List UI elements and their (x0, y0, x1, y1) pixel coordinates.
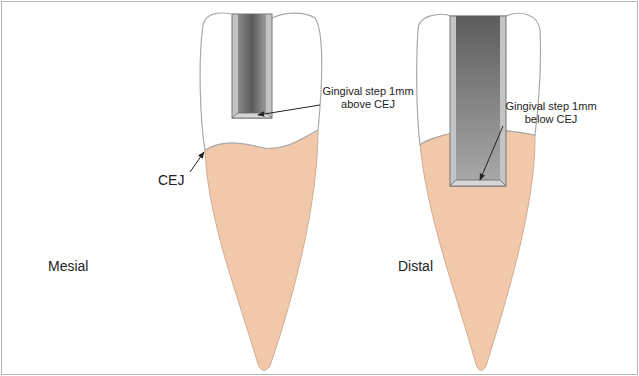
crown (200, 13, 322, 150)
view-label: Mesial (48, 258, 118, 274)
root (205, 130, 318, 370)
leader-line (258, 105, 320, 115)
gingival-step (450, 180, 506, 186)
cavity-wall (450, 16, 506, 186)
cavity (238, 14, 266, 114)
callout-label: Gingival step 1mm below CEJ (505, 100, 597, 125)
view-label: Distal (398, 258, 468, 274)
cavity-wall (232, 14, 272, 118)
cavity (456, 16, 500, 180)
leader-line (190, 152, 204, 172)
callout-label: Gingival step 1mm above CEJ (322, 85, 414, 110)
leader-line (480, 126, 503, 180)
part-label: CEJ (158, 172, 198, 188)
